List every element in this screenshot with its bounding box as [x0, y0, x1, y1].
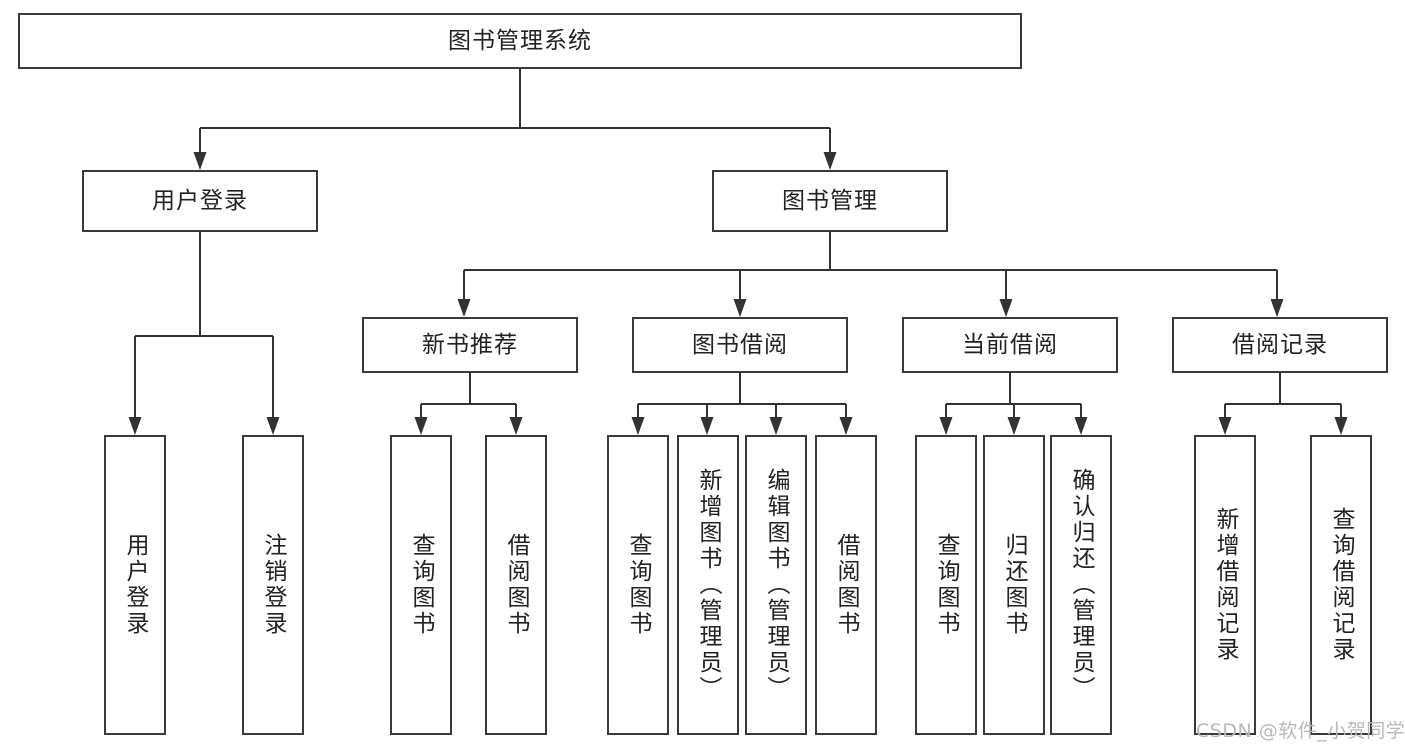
node-new-book-rec-label: 新书推荐: [422, 331, 518, 358]
node-leaf-query-borrow-record-label: 查询借阅记录: [1328, 507, 1355, 663]
node-leaf-add-book-label: 新增图书（管理员）: [695, 468, 722, 702]
node-leaf-borrow-book-rec-label: 借阅图书: [503, 533, 530, 637]
node-user-login[interactable]: 用户登录: [82, 170, 318, 232]
node-leaf-user-login-label: 用户登录: [122, 533, 149, 637]
node-book-manage-label: 图书管理: [782, 187, 878, 214]
node-leaf-confirm-return-label: 确认归还（管理员）: [1068, 468, 1095, 702]
node-leaf-add-borrow-record[interactable]: 新增借阅记录: [1194, 435, 1256, 735]
node-leaf-edit-book[interactable]: 编辑图书（管理员）: [745, 435, 807, 735]
node-leaf-confirm-return[interactable]: 确认归还（管理员）: [1050, 435, 1112, 735]
node-leaf-user-logout-label: 注销登录: [260, 533, 287, 637]
csdn-watermark: CSDN @软件_小贺同学: [1196, 720, 1405, 742]
node-current-borrow-label: 当前借阅: [962, 331, 1058, 358]
node-leaf-query-book-rec[interactable]: 查询图书: [390, 435, 452, 735]
node-current-borrow[interactable]: 当前借阅: [902, 317, 1118, 373]
node-leaf-add-book[interactable]: 新增图书（管理员）: [677, 435, 739, 735]
node-borrow-record[interactable]: 借阅记录: [1172, 317, 1388, 373]
node-leaf-add-borrow-record-label: 新增借阅记录: [1212, 507, 1239, 663]
node-leaf-return-book-label: 归还图书: [1001, 533, 1028, 637]
node-new-book-rec[interactable]: 新书推荐: [362, 317, 578, 373]
node-root[interactable]: 图书管理系统: [18, 13, 1022, 69]
node-book-borrow[interactable]: 图书借阅: [632, 317, 848, 373]
node-leaf-query-book-borrow-label: 查询图书: [625, 533, 652, 637]
node-leaf-query-book-current-label: 查询图书: [933, 533, 960, 637]
node-leaf-query-borrow-record[interactable]: 查询借阅记录: [1310, 435, 1372, 735]
node-leaf-user-login[interactable]: 用户登录: [104, 435, 166, 735]
node-root-label: 图书管理系统: [448, 27, 592, 54]
node-book-borrow-label: 图书借阅: [692, 331, 788, 358]
node-leaf-query-book-current[interactable]: 查询图书: [915, 435, 977, 735]
node-leaf-borrow-book[interactable]: 借阅图书: [815, 435, 877, 735]
node-leaf-borrow-book-rec[interactable]: 借阅图书: [485, 435, 547, 735]
node-leaf-query-book-rec-label: 查询图书: [408, 533, 435, 637]
node-borrow-record-label: 借阅记录: [1232, 331, 1328, 358]
node-leaf-query-book-borrow[interactable]: 查询图书: [607, 435, 669, 735]
node-leaf-edit-book-label: 编辑图书（管理员）: [763, 468, 790, 702]
node-leaf-user-logout[interactable]: 注销登录: [242, 435, 304, 735]
node-leaf-return-book[interactable]: 归还图书: [983, 435, 1045, 735]
node-book-manage[interactable]: 图书管理: [712, 170, 948, 232]
node-user-login-label: 用户登录: [152, 187, 248, 214]
node-leaf-borrow-book-label: 借阅图书: [833, 533, 860, 637]
